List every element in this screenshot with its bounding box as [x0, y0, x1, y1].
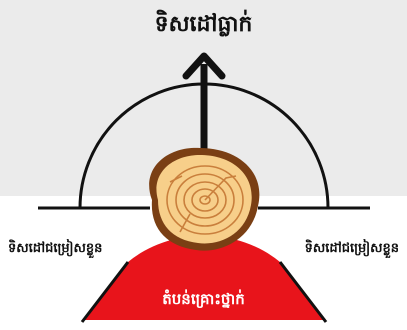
danger-zone [82, 235, 326, 320]
tree-stump-icon [149, 147, 260, 251]
felling-direction-title: ទិសដៅធ្លាក់ [154, 12, 253, 37]
up-arrow-icon [182, 52, 226, 160]
left-escape-label: ទិសដៅជម្រៀសខ្លួន [8, 241, 103, 256]
danger-line-right [278, 261, 328, 323]
danger-zone-label: តំបន់គ្រោះថ្នាក់ [162, 290, 245, 308]
right-escape-label: ទិសដៅជម្រៀសខ្លួន [304, 241, 399, 256]
danger-line-left [80, 261, 130, 323]
